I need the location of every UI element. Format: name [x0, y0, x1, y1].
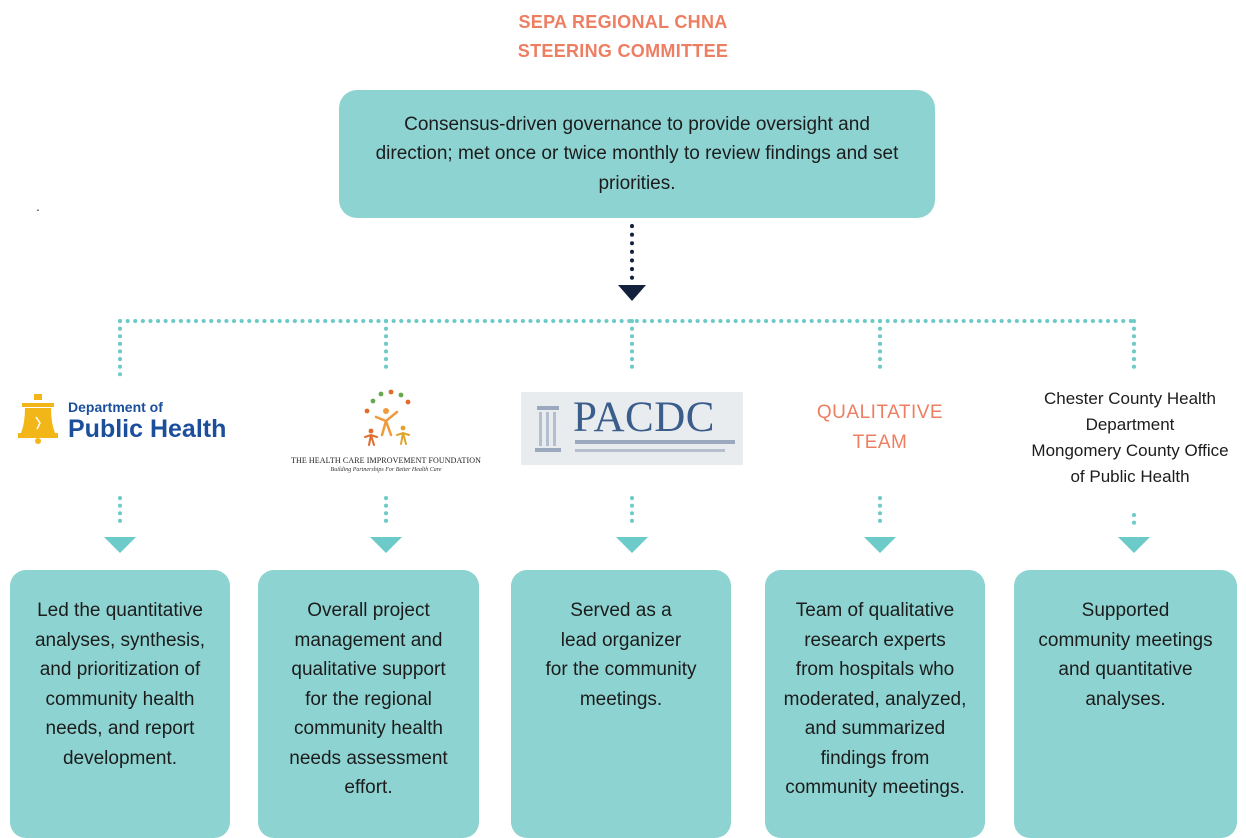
pacdc-subline-2: [575, 449, 725, 452]
description-box-dph: Led the quantitative analyses, synthesis…: [10, 570, 230, 838]
county-line-2: Department: [1085, 415, 1175, 434]
qualitative-label-line-2: TEAM: [852, 432, 908, 453]
qualitative-team-label: QUALITATIVE TEAM: [790, 398, 970, 458]
main-arrow-head: [618, 285, 646, 301]
pacdc-subline: [575, 440, 735, 444]
title-line-1: SEPA REGIONAL CHNA: [518, 12, 728, 32]
description-box-county: Supported community meetings and quantit…: [1014, 570, 1237, 838]
steering-committee-box: Consensus-driven governance to provide o…: [339, 90, 935, 218]
hcif-logo: THE HEALTH CARE IMPROVEMENT FOUNDATION B…: [284, 387, 488, 487]
county-line-3: Mongomery County Office: [1031, 441, 1229, 460]
down-arrow-2: [370, 537, 402, 553]
description-text-county: Supported community meetings and quantit…: [1038, 600, 1213, 710]
dph-small-text: Department of: [68, 399, 163, 415]
down-arrow-4: [864, 537, 896, 553]
pacdc-wordmark: PACDC: [573, 394, 715, 441]
steering-committee-text: Consensus-driven governance to provide o…: [375, 113, 899, 194]
pacdc-logo: PACDC: [521, 392, 743, 465]
county-health-label: Chester County Health Department Mongome…: [1010, 386, 1246, 490]
down-arrow-5: [1118, 537, 1150, 553]
county-line-4: of Public Health: [1070, 467, 1190, 486]
down-arrow-3: [616, 537, 648, 553]
description-text-hcif: Overall project management and qualitati…: [289, 600, 448, 798]
description-text-qualitative: Team of qualitative research experts fro…: [783, 600, 967, 798]
description-text-pacdc: Served as a lead organizer for the commu…: [545, 600, 697, 710]
building-icon: [535, 406, 561, 452]
hcif-tagline: Building Partnerships For Better Health …: [330, 467, 442, 473]
figures-icon: [364, 389, 411, 446]
qualitative-label-line-1: QUALITATIVE: [816, 402, 944, 423]
title-line-2: STEERING COMMITTEE: [517, 41, 729, 61]
diagram-title: SEPA REGIONAL CHNA STEERING COMMITTEE: [0, 8, 1246, 66]
hcif-name: THE HEALTH CARE IMPROVEMENT FOUNDATION: [290, 456, 482, 465]
dph-logo: Department of Public Health: [16, 393, 256, 445]
description-box-pacdc: Served as a lead organizer for the commu…: [511, 570, 731, 838]
down-arrow-1: [104, 537, 136, 553]
liberty-bell-icon: [18, 394, 58, 444]
description-box-hcif: Overall project management and qualitati…: [258, 570, 479, 838]
county-line-1: Chester County Health: [1044, 389, 1216, 408]
dph-big-text: Public Health: [68, 415, 227, 443]
description-box-qualitative: Team of qualitative research experts fro…: [765, 570, 985, 838]
dph-wordmark: Department of Public Health: [68, 399, 226, 443]
stray-mark: .: [36, 198, 40, 214]
description-text-dph: Led the quantitative analyses, synthesis…: [34, 600, 206, 769]
